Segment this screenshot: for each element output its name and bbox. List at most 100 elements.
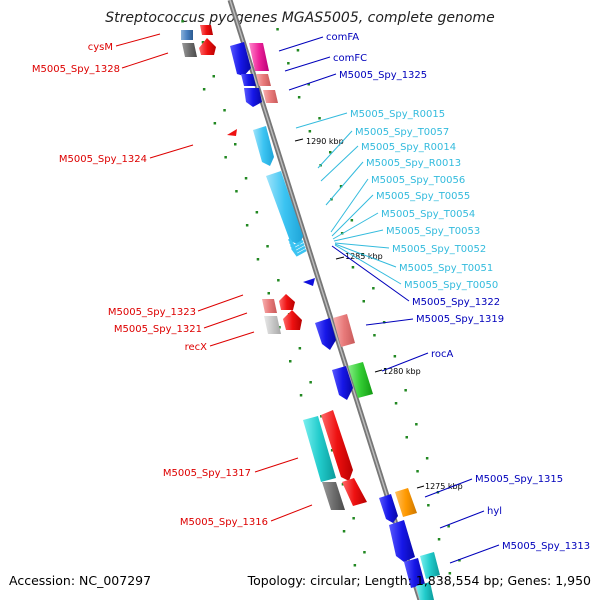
gene-label[interactable]: recX [185,342,208,353]
track-dot [267,292,270,295]
gene-feature[interactable] [348,362,373,398]
track-dot [320,415,323,418]
rna-label[interactable]: M5005_Spy_T0057 [355,127,449,138]
rna-labels: M5005_Spy_R0015 M5005_Spy_T0057 M5005_Sp… [350,109,498,291]
track-dot [393,355,397,358]
gene-feature[interactable] [420,552,440,579]
gene-feature[interactable] [416,582,434,600]
rna-label[interactable]: M5005_Spy_R0014 [361,142,456,153]
gene-label[interactable]: M5005_Spy_1316 [180,517,268,528]
track-dot [363,551,366,554]
gene-label[interactable]: M5005_Spy_1322 [412,297,500,308]
track-dot [339,185,343,188]
gene-feature[interactable] [264,316,281,334]
track-dot [212,75,215,78]
gene-feature[interactable] [342,478,367,506]
gene-label[interactable]: M5005_Spy_1321 [114,324,202,335]
track-dot [224,156,227,159]
track-dot [201,41,205,44]
gene-feature[interactable] [389,520,415,562]
track-dot [297,96,301,99]
track-dot [235,190,238,193]
gene-feature[interactable] [241,74,256,86]
gene-feature[interactable] [303,416,336,482]
rna-label[interactable]: M5005_Spy_R0015 [350,109,445,120]
track-dot [425,457,429,460]
track-dot [318,117,321,120]
gene-label[interactable]: hyl [487,506,502,517]
gene-feature[interactable] [256,74,271,86]
gene-label[interactable]: comFA [326,32,359,43]
gene-feature[interactable] [249,43,269,71]
gene-label[interactable]: M5005_Spy_1315 [475,474,563,485]
gene-feature[interactable] [230,42,251,76]
track-dot [289,360,292,363]
gene-feature[interactable] [262,299,277,313]
gene-label[interactable]: rocA [431,349,454,360]
gene-label[interactable]: M5005_Spy_1328 [32,64,120,75]
track-dot [244,177,248,180]
track-dot [448,572,452,575]
rna-label[interactable]: M5005_Spy_T0055 [376,191,470,202]
track-dot [223,109,226,112]
gene-feature[interactable] [322,482,345,510]
track-dot [299,394,303,397]
rna-label[interactable]: M5005_Spy_T0053 [386,226,480,237]
gene-feature[interactable] [333,314,355,347]
gene-feature[interactable] [332,366,353,400]
gene-feature[interactable] [181,30,193,40]
gene-feature[interactable] [315,318,336,350]
gene-feature[interactable] [321,410,353,481]
gene-label[interactable]: M5005_Spy_1313 [502,541,590,552]
topology-text: Topology: circular; Length: 1,838,554 bp… [247,573,591,588]
gene-feature[interactable] [379,494,398,523]
track-dot [447,525,450,528]
track-dot [307,83,310,86]
gene-features [181,25,440,600]
track-dot [308,130,312,133]
track-dot [330,449,334,452]
rna-label[interactable]: M5005_Spy_T0052 [392,244,486,255]
track-dot [341,483,345,486]
gene-feature[interactable] [199,38,216,55]
gene-feature[interactable] [279,294,295,310]
gene-label[interactable]: M5005_Spy_1325 [339,70,427,81]
gene-feature[interactable] [244,88,262,107]
accession-text: Accession: NC_007297 [9,573,151,588]
tick-label: 1280 kbp [383,367,421,376]
gene-feature[interactable] [227,129,237,136]
rna-label[interactable]: M5005_Spy_T0051 [399,263,493,274]
gene-label[interactable]: comFC [333,53,367,64]
track-dot [351,266,355,269]
gene-feature[interactable] [266,171,303,245]
rna-label[interactable]: M5005_Spy_T0054 [381,209,475,220]
gene-feature[interactable] [200,25,213,35]
track-dot [298,347,302,350]
rna-label[interactable]: M5005_Spy_T0050 [404,280,498,291]
gene-label[interactable]: M5005_Spy_1323 [108,307,196,318]
kbp-ticks: 1290 kbp 1285 kbp 1280 kbp 1275 kbp [294,137,463,491]
track-dot [213,122,217,125]
gene-feature[interactable] [303,278,315,286]
track-dot [276,28,279,31]
gene-feature[interactable] [395,488,417,517]
track-dot [287,62,290,65]
rna-label[interactable]: M5005_Spy_T0056 [371,175,465,186]
right-labels: comFA comFC M5005_Spy_1325 M5005_Spy_132… [326,32,590,552]
track-dot [404,389,407,392]
gene-feature[interactable] [253,126,274,166]
gene-feature[interactable] [263,90,278,103]
gene-feature[interactable] [182,43,197,57]
rna-label[interactable]: M5005_Spy_R0013 [366,158,461,169]
track-dot [342,530,346,533]
track-dot [372,287,375,290]
gene-label[interactable]: M5005_Spy_1319 [416,314,504,325]
gene-feature[interactable] [283,310,302,330]
track-dot [256,258,260,261]
gene-label[interactable]: M5005_Spy_1324 [59,154,147,165]
gene-feature[interactable] [404,558,425,588]
track-dot [362,300,365,303]
gene-label[interactable]: cysM [88,42,113,53]
gene-label[interactable]: M5005_Spy_1317 [163,468,251,479]
